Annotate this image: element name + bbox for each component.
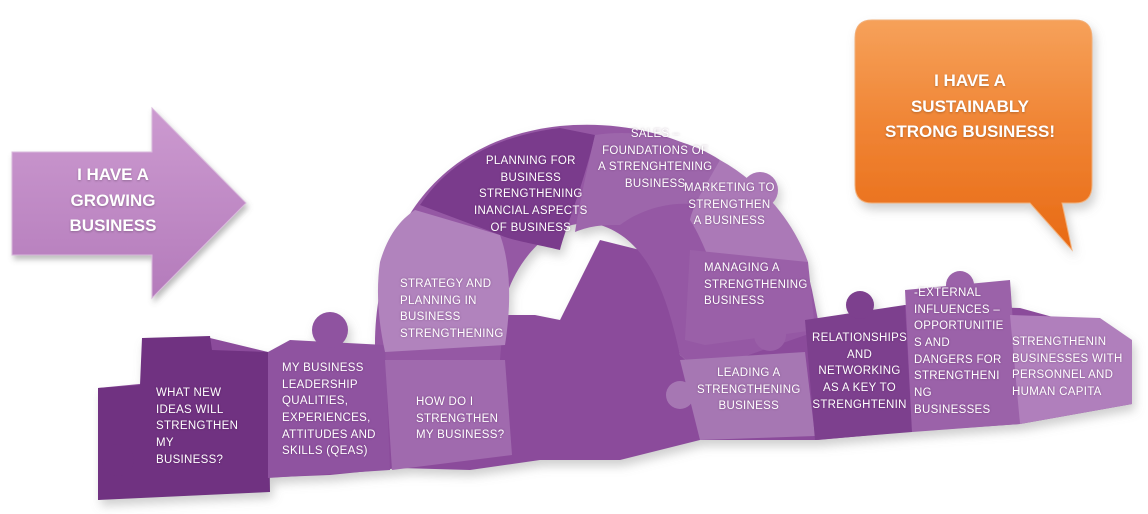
sustainable-business-callout [854,19,1093,252]
piece-label-leading: LEADING A STRENGTHENING BUSINESS [697,367,801,413]
growing-business-arrow [11,106,247,300]
piece-label-managing: MANAGING A STRENGTHENING BUSINESS [704,262,808,308]
piece-label-how-do-i: HOW DO I STRENGTHEN MY BUSINESS? [416,396,505,442]
piece-label-leadership-qeas: MY BUSINESS LEADERSHIP QUALITIES, EXPERI… [282,362,376,458]
piece-label-planning-financial: PLANNING FOR BUSINESS STRENGTHENING INAN… [474,155,588,234]
puzzle-bridge [98,124,1132,500]
piece-label-what-new-ideas: WHAT NEW IDEAS WILL STRENGTHEN MY BUSINE… [156,387,239,466]
arrow-label: I HAVE A GROWING BUSINESS [69,165,157,235]
piece-label-marketing: MARKETING TO STRENGTHEN A BUSINESS [684,182,775,228]
piece-label-personnel: STRENGTHENIN BUSINESSES WITH PERSONNEL A… [1012,336,1123,399]
piece-label-strategy-planning: STRATEGY AND PLANNING IN BUSINESS STRENG… [400,278,504,341]
piece-label-sales: SALES – FOUNDATIONS OF A STRENGHTENING B… [598,128,713,191]
piece-label-relationships: RELATIONSHIPS AND NETWORKING AS A KEY TO… [812,332,908,411]
piece-label-external-influences: -EXTERNAL INFLUENCES – OPPORTUNITIE S AN… [914,287,1004,416]
callout-label: I HAVE A SUSTAINABLY STRONG BUSINESS! [884,71,1056,141]
